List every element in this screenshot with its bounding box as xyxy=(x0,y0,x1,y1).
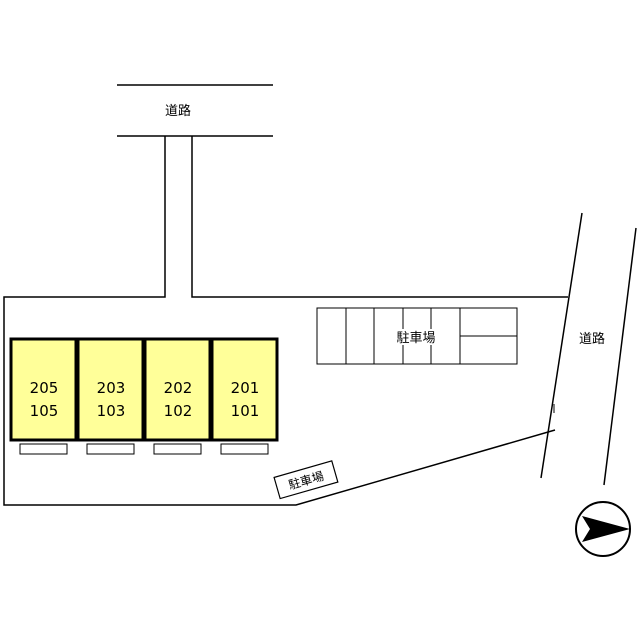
unit-upper-number: 205 xyxy=(30,379,59,397)
unit-205: 205 105 xyxy=(9,337,78,455)
top-road: 道路 xyxy=(117,84,273,137)
unit-lower-number: 101 xyxy=(231,402,260,420)
unit-202: 202 102 xyxy=(143,337,212,455)
unit-upper-number: 203 xyxy=(97,379,126,397)
right-road-label: 道路 xyxy=(579,331,605,347)
unit-upper-number: 201 xyxy=(231,379,260,397)
parking-main-label: 駐車場 xyxy=(396,331,435,346)
lot-boundary xyxy=(3,136,568,506)
parking-main: 駐車場 xyxy=(316,307,518,365)
unit-203: 203 103 xyxy=(76,337,145,455)
unit-lower-number: 105 xyxy=(30,402,59,420)
unit-201: 201 101 xyxy=(210,337,279,455)
top-road-label: 道路 xyxy=(165,103,191,119)
north-arrow-icon xyxy=(575,501,631,557)
right-road: 道路 xyxy=(540,212,637,486)
unit-lower-number: 103 xyxy=(97,402,126,420)
parking-small: 駐車場 xyxy=(273,460,339,500)
unit-lower-number: 102 xyxy=(164,402,193,420)
unit-upper-number: 202 xyxy=(164,379,193,397)
